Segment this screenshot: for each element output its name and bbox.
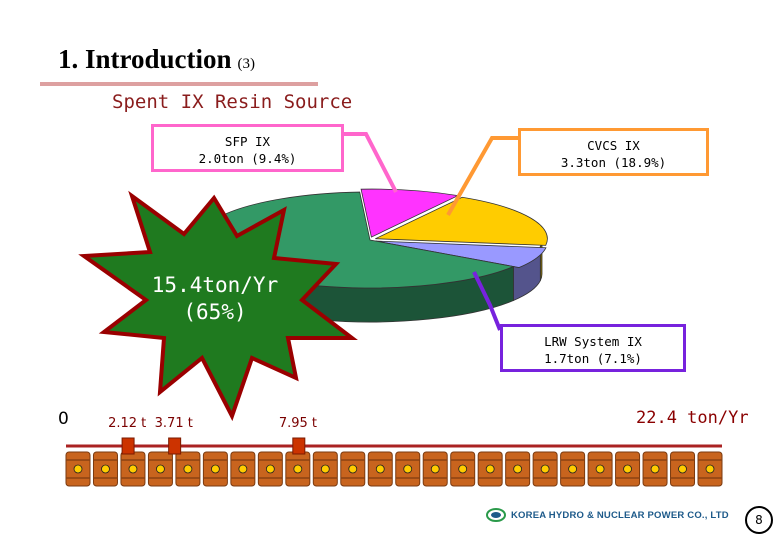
waste-drum [505,451,531,487]
company-logo: KOREA HYDRO & NUCLEAR POWER CO., LTD [486,506,729,524]
radiation-icon [238,464,248,474]
scale-tick-label: 2.12 t [108,416,147,431]
leader-line-cvcs [446,136,518,216]
leader-line-lrw [472,271,502,331]
waste-drum [450,451,476,487]
company-name: KOREA HYDRO & NUCLEAR POWER CO., LTD [511,509,729,521]
radiation-icon [210,464,220,474]
waste-drum [92,451,118,487]
scale-tick-marker [292,437,306,455]
waste-drum [560,451,586,487]
callout-cvcs: CVCS IX 3.3ton (18.9%) [518,128,709,176]
radiation-icon [156,464,165,474]
slide-title: 1. Introduction(3) [58,44,256,74]
callout-cvcs-value: 3.3ton (18.9%) [560,155,667,170]
radiation-icon [128,464,138,474]
waste-drum [340,451,366,487]
highlight-line2: (65%) [183,300,247,324]
radiation-icon [623,464,632,474]
radiation-icon [568,464,578,474]
radiation-icon [320,464,330,474]
radiation-icon [293,464,303,474]
waste-drum [477,451,503,487]
scale-total-label: 22.4 ton/Yr [636,408,749,428]
waste-drum [697,451,723,487]
waste-drum [230,451,256,487]
chart-title: Spent IX Resin Source [112,91,353,113]
radiation-icon [458,464,468,474]
waste-drum [367,451,393,487]
radiation-icon [73,464,83,474]
waste-drum [422,451,448,487]
pie-slice-sfp [360,188,460,238]
pie-slice-lrw [375,240,547,268]
radiation-icon [678,464,687,474]
radiation-icon [348,464,358,474]
slide-title-sub: (3) [237,56,256,72]
callout-sfp-name: SFP IX [224,134,271,149]
highlight-label: 15.4ton/Yr (65%) [130,272,300,326]
scale-tick-marker [168,437,182,455]
radiation-icon [650,464,660,474]
waste-drum [670,451,696,487]
waste-drum [257,451,283,487]
radiation-icon [183,464,193,474]
callout-cvcs-name: CVCS IX [587,138,640,153]
waste-drum [615,451,641,487]
waste-drum [532,451,558,487]
scale-zero-label: 0 [58,409,69,429]
waste-drum [642,451,668,487]
callout-sfp-value: 2.0ton (9.4%) [198,151,297,166]
callout-lrw-value: 1.7ton (7.1%) [544,351,642,366]
waste-drum [285,451,311,487]
waste-drum [395,451,421,487]
radiation-icon [403,464,413,474]
waste-drum [202,451,228,487]
leader-line-sfp [344,132,398,193]
radiation-icon [430,464,440,474]
scale-tick-label: 3.71 t [154,416,193,431]
starburst-highlight [78,190,358,422]
radiation-icon [595,464,605,474]
leader-lines [344,132,518,331]
radiation-icon [101,464,110,474]
radiation-icon [513,464,523,474]
radiation-icon [705,464,715,474]
waste-drum [65,451,91,487]
waste-drum [175,451,201,487]
callout-lrw: LRW System IX 1.7ton (7.1%) [500,324,686,372]
scale-tick-marker [121,437,135,455]
radiation-icon [485,464,495,474]
waste-drum [120,451,146,487]
waste-drum [147,451,173,487]
scale-tick-label: 7.95 t [278,416,317,431]
page-number: 8 [745,506,773,534]
callout-sfp: SFP IX 2.0ton (9.4%) [151,124,344,172]
radiation-icon [265,464,275,474]
title-underline [40,82,318,86]
company-logo-icon [486,508,506,522]
waste-drum [312,451,338,487]
callout-lrw-name: LRW System IX [544,334,642,349]
pie-slice-cvcs [375,196,548,246]
waste-drum [587,451,613,487]
radiation-icon [540,464,550,474]
highlight-line1: 15.4ton/Yr [151,273,279,297]
radiation-icon [375,464,385,474]
